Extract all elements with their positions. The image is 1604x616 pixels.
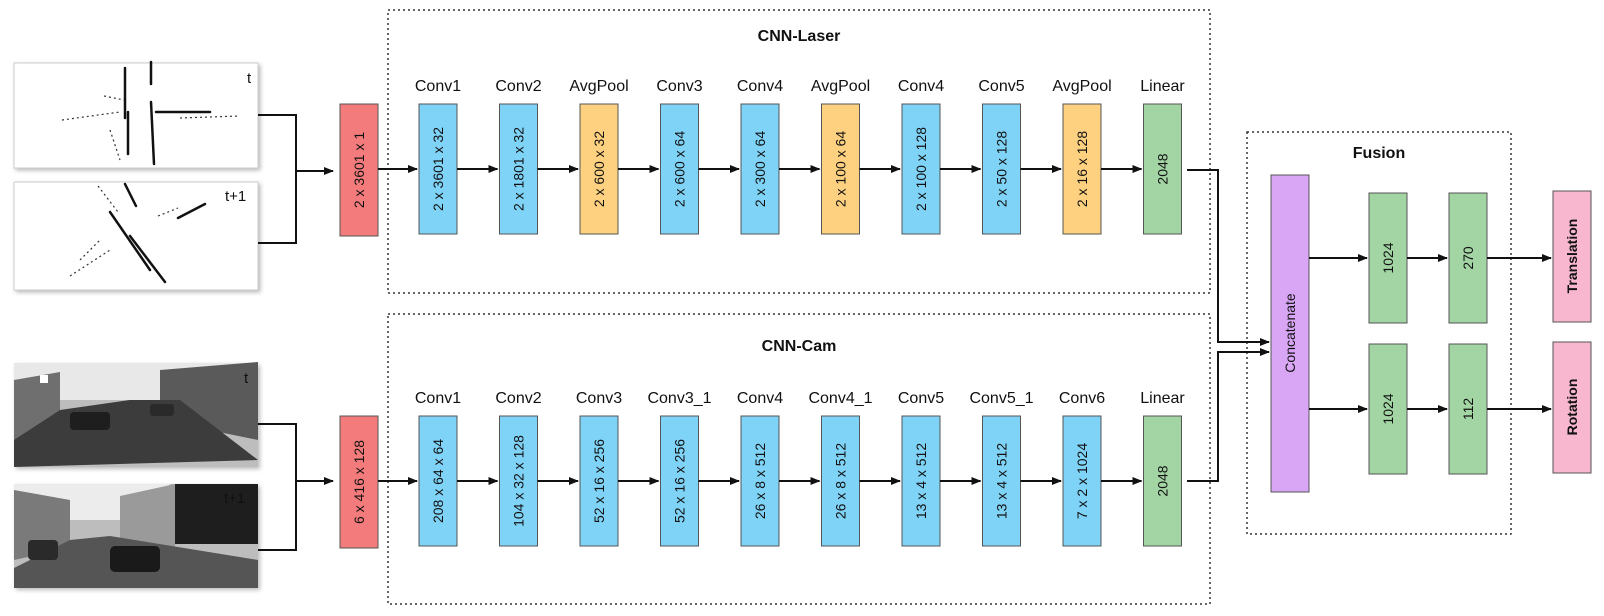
laser-input-label: 2 x 3601 x 1	[351, 132, 367, 208]
cam-layer-3-block: 52 x 16 x 256	[579, 415, 619, 547]
rotation-fc2-label: 112	[1460, 398, 1476, 421]
cam-layer-5-block: 26 x 8 x 512	[740, 415, 780, 547]
laser-layer-5-dims: 2 x 300 x 64	[752, 131, 768, 207]
laser-layer-3-dims: 2 x 600 x 32	[591, 131, 607, 207]
cam-layer-10-dims: 2048	[1155, 465, 1171, 496]
cam-layer-1-block: 208 x 64 x 64	[418, 415, 458, 547]
concatenate-block: Concatenate	[1270, 174, 1310, 493]
laser-layer-4-block: 2 x 600 x 64	[660, 103, 699, 235]
cam-layer-1-name: Conv1	[415, 390, 461, 407]
laser-layer-2-name: Conv2	[495, 78, 541, 95]
laser-layer-5-name: Conv4	[737, 78, 783, 95]
laser-input-connector	[258, 114, 334, 244]
laser-layer-9-name: AvgPool	[1052, 78, 1111, 95]
fusion-title: Fusion	[1353, 145, 1405, 162]
laser-layer-4-dims: 2 x 600 x 64	[672, 131, 688, 207]
cam-layer-6-name: Conv4_1	[808, 390, 872, 407]
cam-layer-2-name: Conv2	[495, 390, 541, 407]
cam-layer-4-block: 52 x 16 x 256	[660, 415, 699, 547]
laser-frame-t-label: t	[247, 70, 252, 87]
cam-layer-8-name: Conv5_1	[969, 390, 1033, 407]
laser-scan-frame-t: t	[13, 60, 259, 169]
laser-layer-3-block: 2 x 600 x 32	[579, 103, 619, 235]
camera-frame-t1-label: t+1	[224, 490, 245, 507]
laser-layer-6-block: 2 x 100 x 64	[821, 103, 860, 235]
laser-layer-2-block: 2 x 1801 x 32	[499, 103, 538, 235]
laser-layer-9-block: 2 x 16 x 128	[1062, 103, 1102, 235]
cam-layer-4-name: Conv3_1	[647, 390, 711, 407]
cam-layer-3-name: Conv3	[576, 390, 622, 407]
cam-input-label: 6 x 416 x 128	[351, 440, 367, 524]
rotation-output-label: Rotation	[1564, 379, 1580, 436]
laser-frame-t1-label: t+1	[225, 188, 246, 205]
cam-layer-9-name: Conv6	[1059, 390, 1105, 407]
cam-layer-2-dims: 104 x 32 x 128	[511, 435, 527, 527]
cnn-laser-frame	[387, 9, 1211, 294]
laser-layer-4-name: Conv3	[656, 78, 702, 95]
cam-layer-9-dims: 7 x 2 x 1024	[1074, 443, 1090, 519]
laser-pipeline: 2 x 3601 x 32 Conv1 2 x 1801 x 32 Conv2 2 x …	[378, 78, 1185, 235]
laser-layer-8-block: 2 x 50 x 128	[982, 103, 1021, 235]
cam-layer-7-block: 13 x 4 x 512	[901, 415, 941, 547]
laser-layer-5-block: 2 x 300 x 64	[740, 103, 780, 235]
laser-layer-1-name: Conv1	[415, 78, 461, 95]
cam-layer-4-dims: 52 x 16 x 256	[672, 439, 688, 523]
cnn-cam-frame	[387, 313, 1211, 605]
cam-layer-8-block: 13 x 4 x 512	[982, 415, 1021, 547]
laser-layer-6-dims: 2 x 100 x 64	[833, 131, 849, 207]
laser-layer-6-name: AvgPool	[811, 78, 870, 95]
laser-layer-8-dims: 2 x 50 x 128	[994, 131, 1010, 207]
camera-image-frame-t: t	[14, 362, 258, 467]
fusion-frame	[1246, 131, 1512, 535]
laser-layer-1-block: 2 x 3601 x 32	[418, 103, 458, 235]
cam-layer-5-dims: 26 x 8 x 512	[752, 443, 768, 519]
laser-layer-3-name: AvgPool	[569, 78, 628, 95]
cam-layer-5-name: Conv4	[737, 390, 783, 407]
cam-layer-7-dims: 13 x 4 x 512	[913, 443, 929, 519]
laser-layer-10-dims: 2048	[1155, 153, 1171, 184]
rotation-output-block: Rotation	[1552, 341, 1592, 474]
laser-layer-10-block: 2048	[1143, 103, 1182, 235]
cam-layer-10-block: 2048	[1143, 415, 1182, 547]
cnn-cam-title: CNN-Cam	[762, 338, 837, 355]
laser-layer-10-name: Linear	[1140, 78, 1185, 95]
cam-layer-1-dims: 208 x 64 x 64	[430, 439, 446, 523]
translation-fc1-label: 1024	[1380, 242, 1396, 273]
translation-fc2-block: 270	[1448, 192, 1488, 324]
cam-pipeline: 208 x 64 x 64 Conv1 104 x 32 x 128 Conv2 52 …	[378, 390, 1185, 547]
translation-fc1-block: 1024	[1368, 192, 1408, 324]
cnn-laser-title: CNN-Laser	[758, 28, 841, 45]
cam-layer-2-block: 104 x 32 x 128	[499, 415, 538, 547]
laser-layer-1-dims: 2 x 3601 x 32	[430, 127, 446, 211]
laser-layer-2-dims: 2 x 1801 x 32	[511, 127, 527, 211]
laser-layer-8-name: Conv5	[978, 78, 1024, 95]
rotation-fc1-label: 1024	[1380, 393, 1396, 424]
laser-input-block: 2 x 3601 x 1	[339, 103, 379, 237]
translation-output-block: Translation	[1552, 190, 1592, 323]
translation-fc2-label: 270	[1460, 246, 1476, 270]
cam-layer-3-dims: 52 x 16 x 256	[591, 439, 607, 523]
camera-image-frame-t1: t+1	[14, 484, 258, 588]
cam-layer-6-dims: 26 x 8 x 512	[833, 443, 849, 519]
cam-layer-6-block: 26 x 8 x 512	[821, 415, 860, 547]
translation-output-label: Translation	[1564, 219, 1580, 294]
cam-layer-7-name: Conv5	[898, 390, 944, 407]
cam-layer-8-dims: 13 x 4 x 512	[994, 443, 1010, 519]
laser-layer-7-block: 2 x 100 x 128	[901, 103, 941, 235]
rotation-fc1-block: 1024	[1368, 343, 1408, 475]
laser-layer-9-dims: 2 x 16 x 128	[1074, 131, 1090, 207]
camera-frame-t-label: t	[244, 370, 249, 387]
laser-scan-frame-t1: t+1	[13, 181, 259, 291]
cam-layer-10-name: Linear	[1140, 390, 1185, 407]
cam-input-connector	[258, 423, 334, 551]
rotation-fc2-block: 112	[1448, 343, 1488, 475]
laser-layer-7-name: Conv4	[898, 78, 944, 95]
laser-layer-7-dims: 2 x 100 x 128	[913, 127, 929, 211]
cam-to-concat-connector	[1187, 348, 1270, 482]
laser-to-concat-connector	[1187, 169, 1270, 346]
cam-input-block: 6 x 416 x 128	[339, 415, 379, 549]
cam-layer-9-block: 7 x 2 x 1024	[1062, 415, 1102, 547]
concatenate-label: Concatenate	[1282, 293, 1298, 373]
